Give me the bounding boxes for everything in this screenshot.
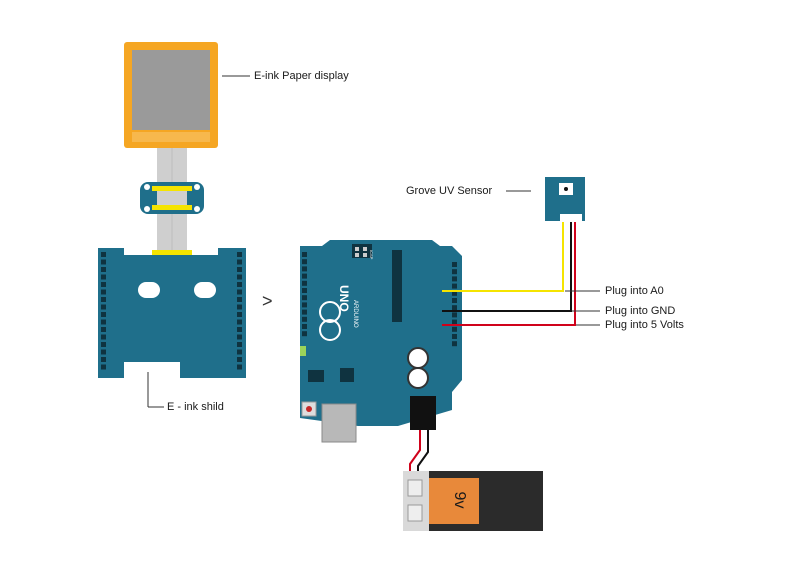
plug-5v-label: Plug into 5 Volts [605, 319, 684, 331]
header-pin [452, 262, 457, 267]
header-pin [101, 274, 106, 280]
header-pin [302, 288, 307, 293]
grove-uv-sensor [545, 177, 585, 222]
capacitor-2 [407, 367, 429, 389]
eink-shield [98, 248, 246, 378]
header-pin [237, 282, 242, 287]
header-pin [237, 327, 242, 332]
header-pin [101, 259, 106, 265]
header-pin [237, 334, 242, 340]
header-pin [101, 289, 106, 295]
red-wire-5v [442, 222, 576, 326]
eink-shield-label: E - ink shild [167, 401, 224, 413]
header-pin [237, 319, 242, 325]
plug-a0-label: Plug into A0 [605, 285, 664, 297]
arrow-glyph: > [262, 291, 273, 311]
header-pin [237, 357, 242, 362]
header-pin [101, 357, 106, 362]
header-pin [101, 297, 106, 302]
header-pin [302, 273, 307, 279]
header-pin [237, 297, 242, 302]
header-pin [101, 364, 106, 370]
header-pin [101, 334, 106, 340]
header-pin [237, 259, 242, 265]
header-pin [452, 319, 457, 325]
battery-label: 9v [451, 492, 468, 509]
eink-display-label: E-ink Paper display [254, 70, 349, 82]
header-pin [101, 282, 106, 287]
header-pin [302, 331, 307, 337]
header-pin [452, 341, 457, 347]
header-pin [452, 298, 457, 303]
header-pin [302, 324, 307, 329]
ribbon-cable [140, 148, 204, 256]
header-pin [237, 252, 242, 257]
header-pin [237, 304, 242, 310]
header-pin [101, 304, 106, 310]
header-pin [101, 267, 106, 272]
header-pin [237, 289, 242, 295]
header-pin [101, 349, 106, 355]
uno-text: UNO [337, 285, 351, 312]
icsp-text: ICSP [369, 250, 374, 260]
sensor-wires [442, 222, 576, 326]
usb-port [321, 403, 357, 443]
header-pin [452, 312, 457, 318]
header-pin [302, 309, 307, 315]
power-jack [410, 396, 436, 430]
header-pin [302, 280, 307, 286]
header-pin [452, 334, 457, 339]
header-pin [237, 349, 242, 355]
eink-display [124, 42, 218, 148]
header-pin [452, 305, 457, 311]
header-pin [237, 312, 242, 317]
header-pin [302, 316, 307, 322]
header-pin [302, 266, 307, 272]
black-wire-gnd [442, 222, 572, 312]
header-pin [101, 319, 106, 325]
header-pin [452, 290, 457, 296]
yellow-wire-a0 [442, 222, 564, 292]
capacitor-1 [407, 347, 429, 369]
brand-text: ARDUINO [352, 300, 358, 328]
uv-sensor-label: Grove UV Sensor [406, 185, 493, 197]
header-pin [452, 326, 457, 332]
header-pin [237, 274, 242, 280]
header-pin [237, 267, 242, 272]
header-pin [237, 342, 242, 347]
arduino-uno-board: UNO ARDUINO ICSP [300, 240, 462, 443]
9v-battery: 9v [403, 471, 543, 531]
atmega-chip [392, 250, 402, 322]
header-pin [101, 327, 106, 332]
header-pin [302, 259, 307, 265]
header-pin [237, 364, 242, 370]
plug-gnd-label: Plug into GND [605, 305, 676, 317]
header-pin [101, 252, 106, 257]
header-pin [302, 252, 307, 257]
header-pin [302, 302, 307, 308]
header-pin [452, 269, 457, 275]
header-pin [452, 276, 457, 282]
header-pin [302, 295, 307, 301]
header-pin [452, 283, 457, 289]
header-pin [101, 342, 106, 347]
header-pin [101, 312, 106, 317]
